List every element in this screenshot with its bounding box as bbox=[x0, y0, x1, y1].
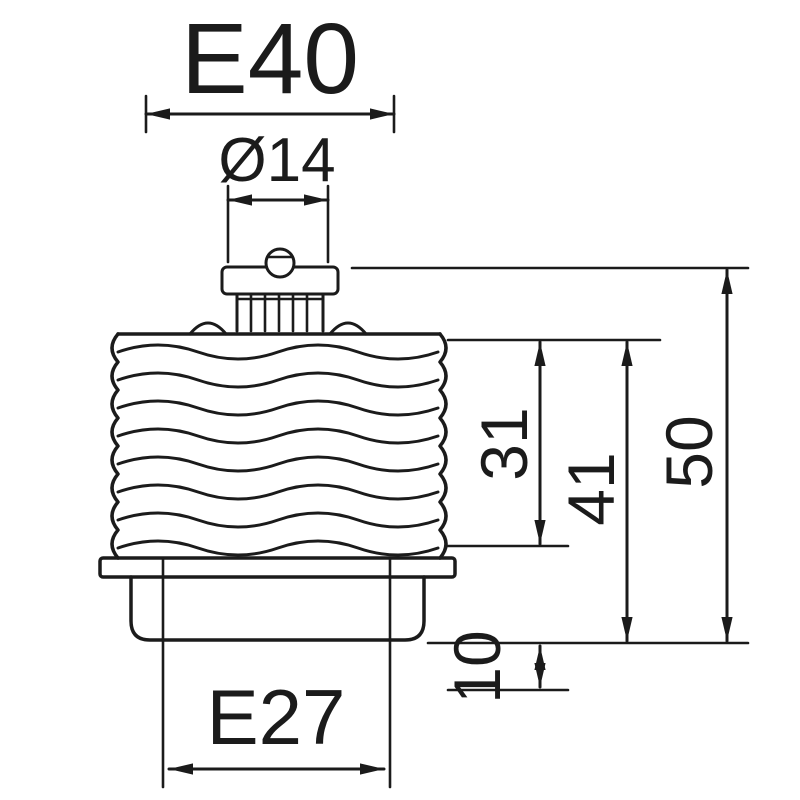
solder-bump-right bbox=[328, 321, 368, 336]
adapter-outline bbox=[98, 247, 457, 642]
e27-skirt bbox=[129, 575, 426, 642]
d14-dimension-label: Ø14 bbox=[218, 126, 335, 195]
thread-lines bbox=[116, 343, 440, 557]
thread-right-edge bbox=[438, 332, 448, 560]
e40-dimension-label: E40 bbox=[181, 3, 359, 115]
e27-dimension-label: E27 bbox=[207, 673, 346, 761]
thread-left-edge bbox=[110, 332, 120, 560]
height-10-label: 10 bbox=[440, 630, 514, 703]
insulator-fins bbox=[235, 292, 325, 333]
screw-head-circle bbox=[264, 247, 296, 279]
height-31-label: 31 bbox=[467, 407, 541, 480]
dimension-lines bbox=[144, 108, 733, 775]
height-50-label: 50 bbox=[652, 415, 726, 488]
flange bbox=[98, 556, 457, 579]
height-41-label: 41 bbox=[554, 452, 628, 525]
solder-bump-left bbox=[188, 321, 228, 336]
